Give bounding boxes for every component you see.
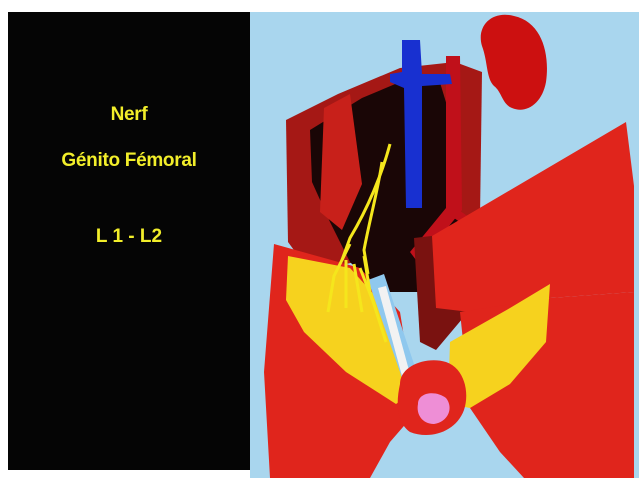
spinal-level-label: L 1 - L2 <box>8 226 250 248</box>
title-genito-femoral: Génito Fémoral <box>8 138 250 184</box>
anatomy-illustration <box>250 12 639 478</box>
slide-title: Nerf Génito Fémoral <box>8 92 250 184</box>
title-nerf: Nerf <box>8 92 250 138</box>
